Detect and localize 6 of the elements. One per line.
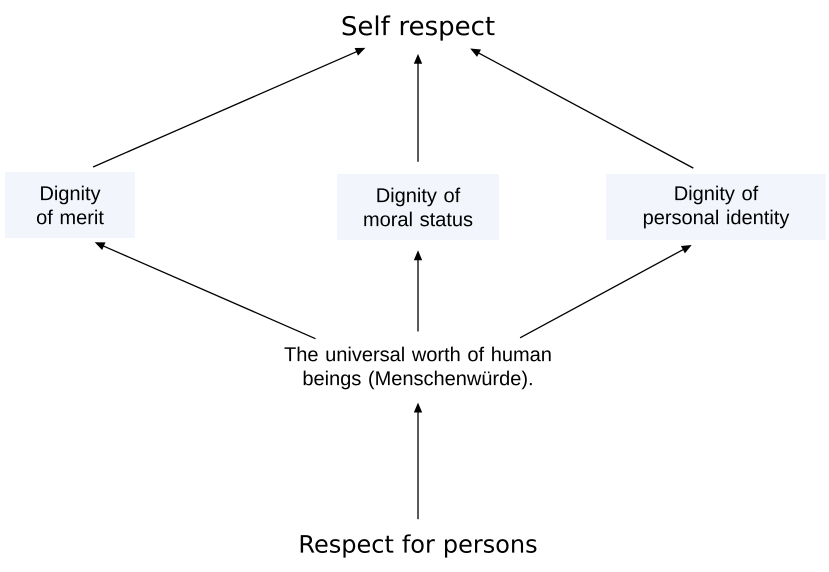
text-label: Respect for persons <box>300 534 536 558</box>
text-label: The universal worth of human beings (Menschenwürde). <box>284 346 551 390</box>
dignity-box: Dignity of merit <box>5 172 135 238</box>
text-label: Self respect <box>342 15 494 41</box>
dignity-box: Dignity of moral status <box>337 174 499 240</box>
dignity-box: Dignity of personal identity <box>606 174 826 240</box>
